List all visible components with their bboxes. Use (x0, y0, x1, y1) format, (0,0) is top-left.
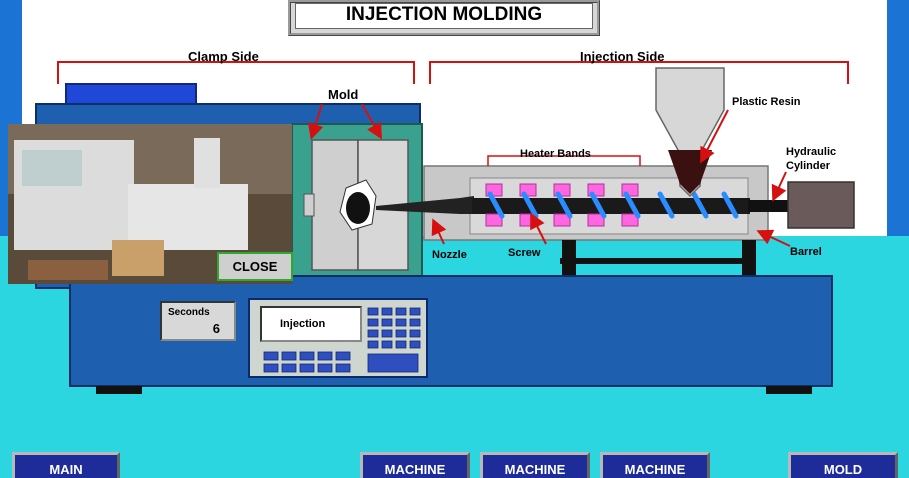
screw-shaft (472, 198, 750, 214)
barrel-support-left (562, 240, 576, 276)
nozzle-label: Nozzle (432, 249, 467, 261)
page-title: INJECTION MOLDING (295, 3, 593, 29)
controller-display: Injection (260, 306, 362, 342)
machine-button-2[interactable]: MACHINE (480, 452, 590, 478)
main-button[interactable]: MAIN (12, 452, 120, 478)
injection-side-label: Injection Side (580, 49, 665, 64)
base-foot-left (96, 386, 142, 394)
hydraulic-label: Hydraulic (786, 146, 837, 158)
machine-photo (8, 124, 292, 284)
machine-photo-image (8, 124, 292, 284)
heater-bands-bracket (487, 155, 641, 166)
cylinder-label: Cylinder (786, 160, 831, 172)
screw-label: Screw (508, 247, 541, 259)
mold-label: Mold (328, 87, 359, 102)
mold-button[interactable]: MOLD (788, 452, 898, 478)
annotation-arrows (307, 103, 791, 247)
controller-panel: Injection (248, 298, 428, 378)
screw-flights (487, 191, 739, 219)
seconds-label: Seconds (168, 307, 210, 318)
machine-button-1[interactable]: MACHINE (360, 452, 470, 478)
injection-side-bracket (429, 61, 849, 84)
title-box: INJECTION MOLDING (288, 0, 600, 36)
seconds-value: 6 (212, 321, 220, 336)
clamp-side-bracket (57, 61, 415, 84)
close-button[interactable]: CLOSE (217, 252, 293, 281)
mold-platen-stud (303, 193, 315, 217)
hopper (655, 67, 725, 198)
barrel-label: Barrel (790, 246, 822, 258)
molded-part (346, 192, 370, 224)
machine-button-3[interactable]: MACHINE (600, 452, 710, 478)
seconds-display: Seconds 6 (160, 301, 236, 341)
plastic-resin-label: Plastic Resin (732, 96, 801, 108)
nozzle-shape (376, 196, 474, 214)
clamp-side-label: Clamp Side (188, 49, 259, 64)
hydraulic-cylinder-body (787, 181, 855, 229)
base-foot-right (766, 386, 812, 394)
heater-bands-label: Heater Bands (520, 148, 591, 160)
barrel-rail (560, 258, 756, 264)
barrel-support-right (742, 240, 756, 276)
controller-keypad (263, 307, 421, 373)
hydraulic-piston-rod (748, 200, 790, 212)
